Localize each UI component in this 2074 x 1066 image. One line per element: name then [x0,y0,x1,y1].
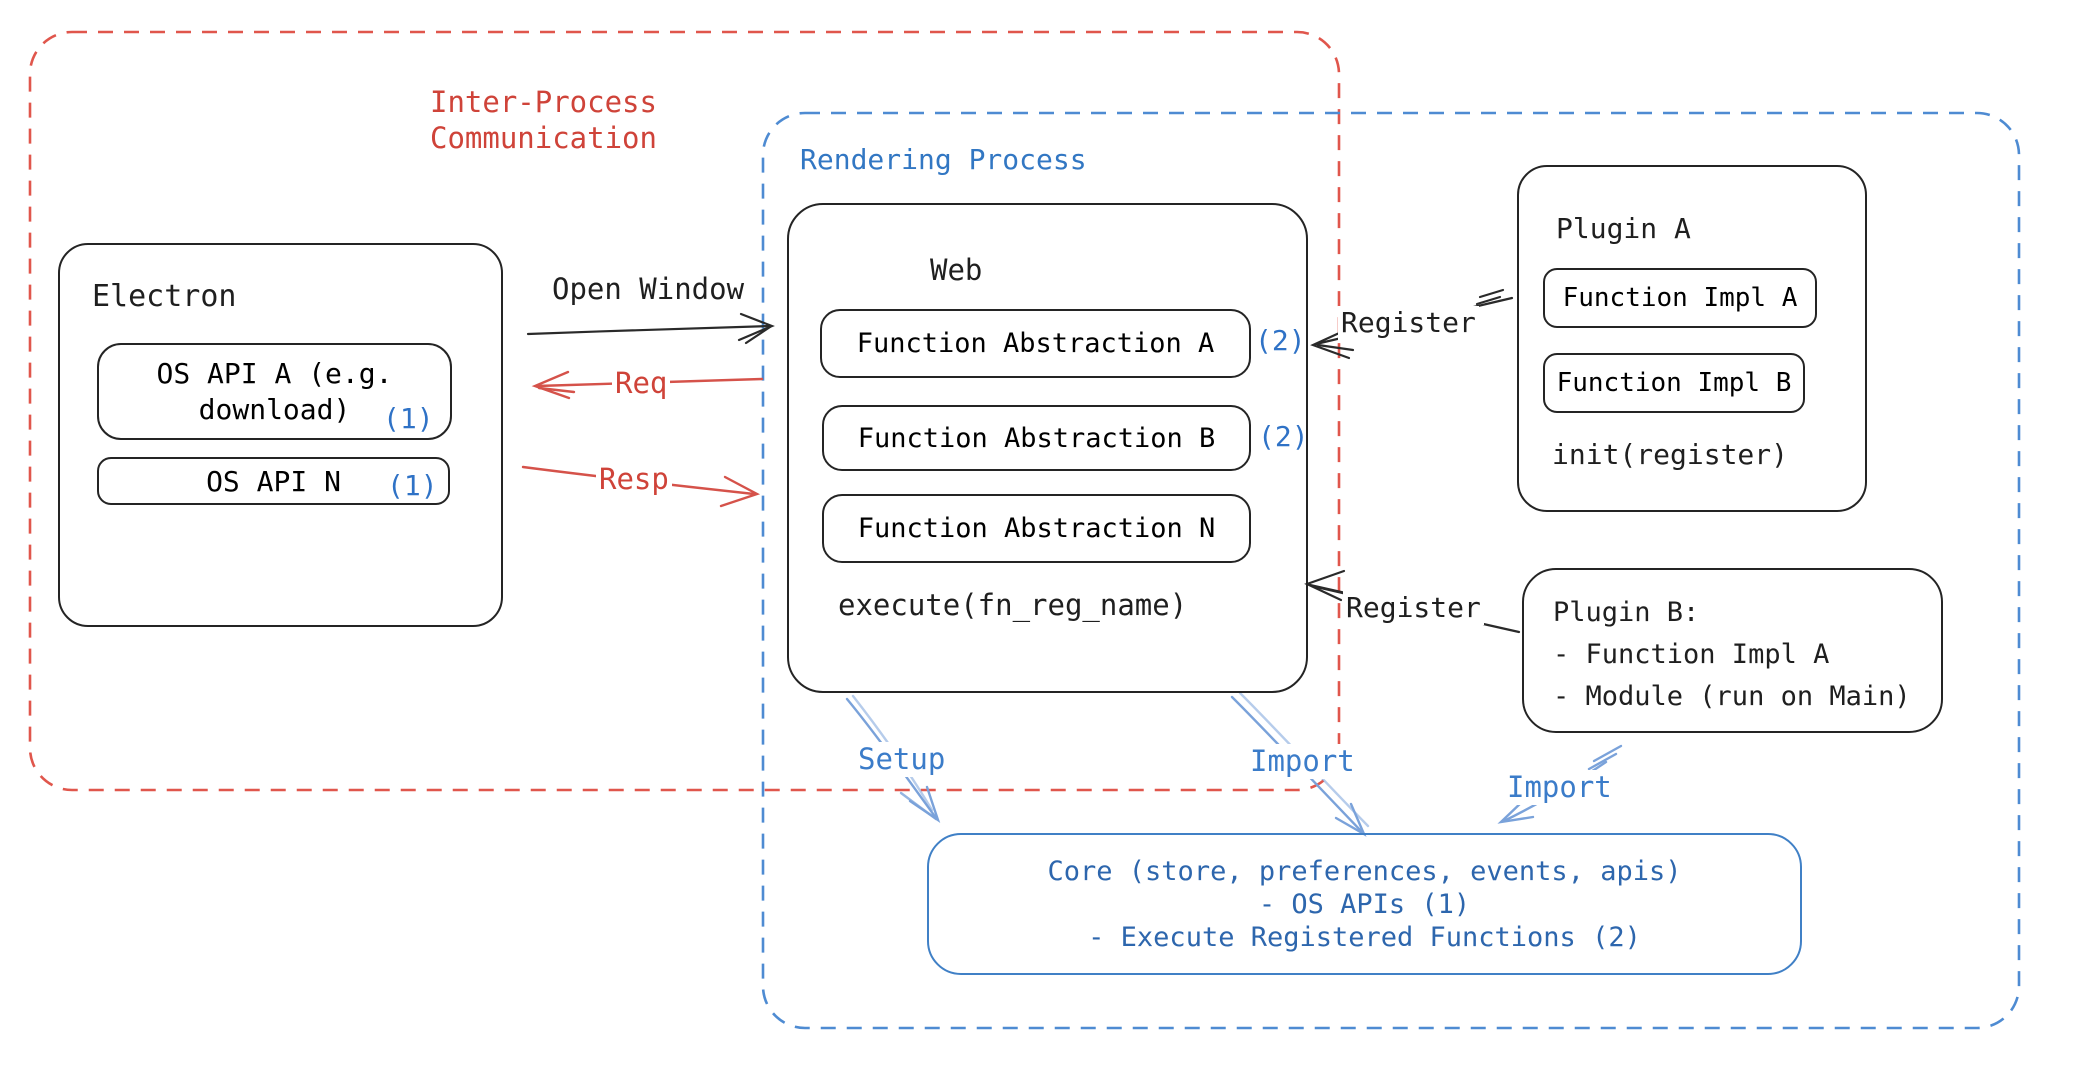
core-line-3: - Execute Registered Functions (2) [1088,921,1641,953]
web-box [787,203,1308,693]
function-abstraction-n-label: Function Abstraction N [857,513,1216,544]
core-content: Core (store, preferences, events, apis) … [927,833,1802,975]
function-abstraction-b-badge: (2) [1258,420,1309,453]
os-api-a-badge: (1) [383,402,434,435]
os-api-a-box [97,343,452,440]
function-impl-a-label: Function Impl A [1562,283,1798,313]
rendering-process-boundary [761,111,2021,1030]
os-api-a-content: OS API A (e.g. download) [97,343,452,440]
function-impl-b-label: Function Impl B [1556,368,1792,398]
web-title: Web [930,253,983,287]
plugin-b-content: Plugin B: - Function Impl A - Module (run … [1553,592,1911,718]
function-abstraction-n-box [822,494,1251,563]
function-abstraction-a-box [820,309,1251,378]
plugin-a-box [1517,165,1867,512]
os-api-a-line2: download) [198,392,351,426]
plugin-b-item-2: - Module (run on Main) [1553,681,1911,712]
core-box [927,833,1802,975]
core-line-2: - OS APIs (1) [1258,888,1471,920]
execute-label: execute(fn_reg_name) [838,588,1188,622]
os-api-n-label: OS API N [206,464,341,498]
resp-label: Resp [596,462,672,497]
core-line-1: Core (store, preferences, events, apis) [1047,855,1682,887]
os-api-n-badge: (1) [387,469,438,502]
import-plugin-b-label: Import [1504,770,1615,805]
register-b-label: Register [1343,591,1484,625]
function-abstraction-b-box [822,405,1251,471]
register-a-label: Register [1338,306,1479,340]
ipc-boundary [28,30,1341,792]
function-impl-b-box [1543,353,1805,413]
open-window-label: Open Window [552,272,745,306]
import-web-label: Import [1247,744,1358,779]
rendering-process-label: Rendering Process [800,143,1087,176]
os-api-a-line1: OS API A (e.g. [156,356,393,390]
plugin-b-title: Plugin B: [1553,597,1700,628]
os-api-n-box [97,457,450,505]
plugin-a-title: Plugin A [1556,212,1691,245]
electron-title: Electron [92,279,237,314]
function-impl-a-box [1543,268,1817,328]
electron-box [58,243,503,627]
function-abstraction-a-label: Function Abstraction A [856,328,1215,359]
req-label: Req [612,366,671,401]
plugin-b-box [1522,568,1943,733]
function-abstraction-a-badge: (2) [1255,324,1306,357]
open-window-arrow [526,312,775,345]
init-register-label: init(register) [1552,438,1789,471]
plugin-b-item-1: - Function Impl A [1553,639,1830,670]
setup-label: Setup [855,742,949,777]
function-abstraction-b-label: Function Abstraction B [857,422,1216,454]
os-api-n-content: OS API N [97,457,450,505]
